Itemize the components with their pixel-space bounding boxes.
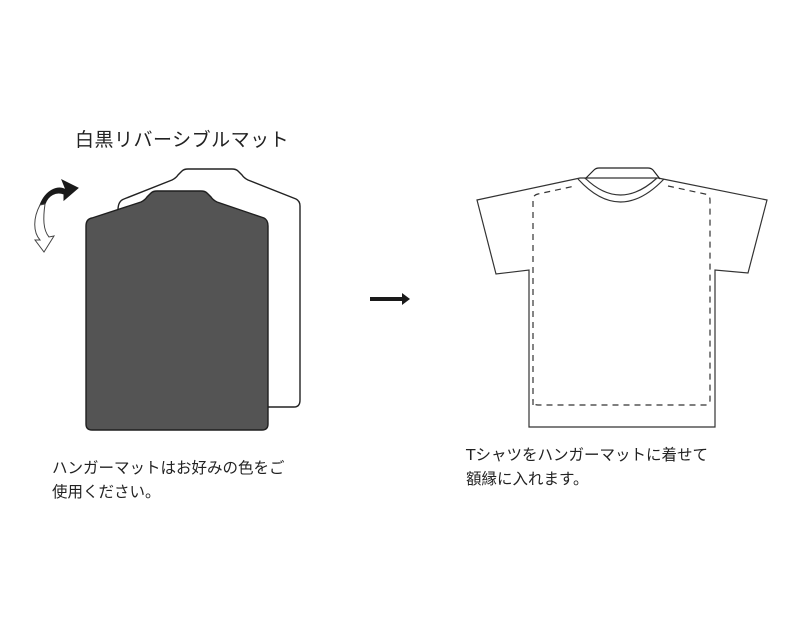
right-arrow-icon <box>370 293 410 305</box>
left-caption: ハンガーマットはお好みの色をご 使用ください。 <box>52 459 285 501</box>
mat-title: 白黒リバーシブルマット <box>75 129 290 151</box>
black-mat-icon <box>85 190 269 431</box>
flip-arrow-icon <box>34 178 79 253</box>
tshirt-icon <box>476 167 768 428</box>
right-caption: Tシャツをハンガーマットに着せて 額縁に入れます。 <box>466 446 708 488</box>
